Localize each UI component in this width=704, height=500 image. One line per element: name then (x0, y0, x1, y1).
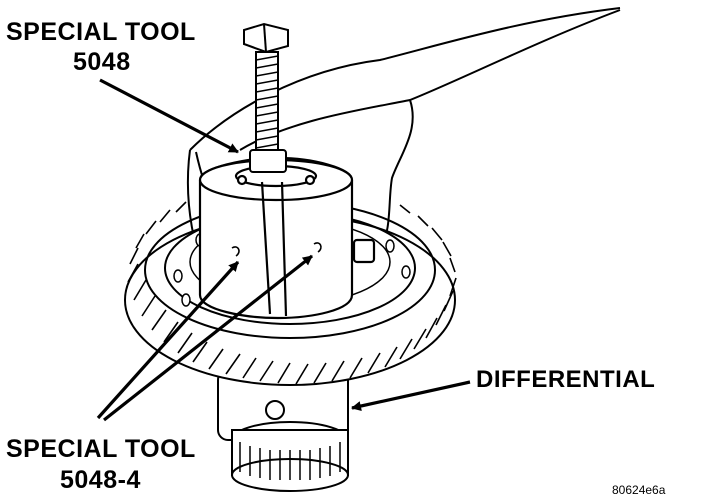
label-tool-number-5048: 5048 (73, 48, 131, 76)
bottom-bearing (217, 369, 349, 492)
arrow-tool-5048-4-a (96, 260, 240, 420)
arrow-tool-5048-4-b (103, 254, 313, 422)
label-special-tool-bottom: SPECIAL TOOL (6, 435, 196, 463)
forcing-screw (243, 22, 289, 173)
label-differential: DIFFERENTIAL (476, 366, 656, 393)
leader-arrows (96, 78, 471, 422)
figure-code: 80624e6a (612, 483, 666, 497)
tool-5048-body (198, 156, 376, 320)
label-tool-number-5048-4: 5048-4 (60, 466, 141, 494)
arrow-tool-5048 (99, 78, 239, 154)
label-special-tool-top: SPECIAL TOOL (6, 18, 196, 46)
arrow-differential (351, 380, 471, 411)
